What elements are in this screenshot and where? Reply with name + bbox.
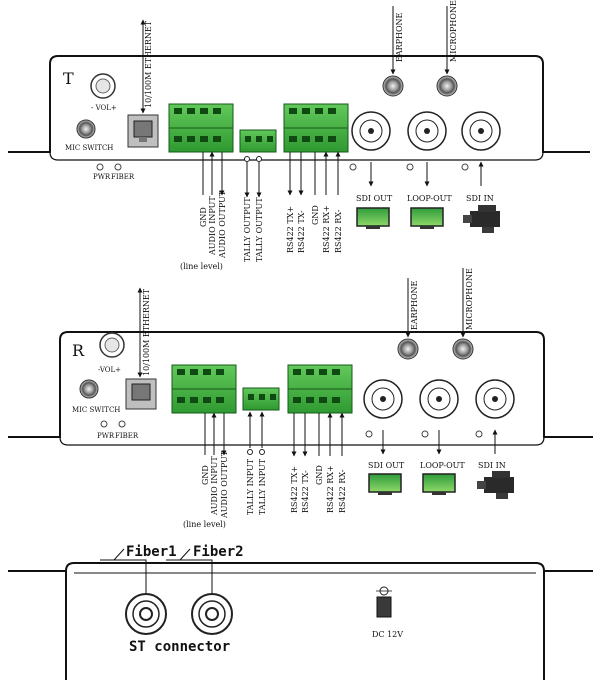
rs422-terminal-block[interactable] (283, 103, 349, 153)
pin-rs422-txp: RS422 TX+ (286, 206, 295, 253)
microphone-jack[interactable] (436, 75, 458, 97)
ethernet-label: 10/100M ETHERNET (144, 20, 153, 108)
audio-terminal-block[interactable] (171, 364, 237, 414)
pin-rs422-rxm: RS422 RX- (338, 469, 347, 513)
pin-tally-1: TALLY INPUT (246, 458, 255, 515)
fiber-led-label: FIBER (111, 173, 135, 181)
receiver-enclosure (8, 331, 593, 438)
pin-gnd: GND (201, 465, 210, 485)
sdi-in-bnc[interactable] (475, 379, 515, 419)
pwr-led-label: PWR (97, 432, 115, 440)
pin-tally-1: TALLY OUTPUT (243, 197, 252, 262)
back-panel-enclosure (8, 562, 593, 680)
sdi-out-bnc[interactable] (363, 379, 403, 419)
mic-switch[interactable] (79, 379, 99, 399)
volume-label: - VOL+ (91, 104, 117, 112)
microphone-label: MICROPHONE (449, 0, 458, 62)
microphone-jack[interactable] (452, 338, 474, 360)
st-connector-label: ST connector (129, 639, 230, 655)
transmitter-letter: T (63, 69, 74, 88)
microphone-label: MICROPHONE (465, 268, 474, 330)
pwr-led (96, 163, 104, 171)
earphone-label: EARPHONE (395, 12, 404, 62)
pin-rs422-txm: RS422 TX- (301, 470, 310, 513)
sdi-in-bnc[interactable] (461, 111, 501, 151)
monitor-icon (356, 207, 390, 229)
loop-out-bnc[interactable] (407, 111, 447, 151)
pin-gnd: GND (199, 207, 208, 227)
audio-terminal-block[interactable] (168, 103, 234, 153)
fiber-led (114, 163, 122, 171)
pin-audio-input: AUDIO INPUT (208, 196, 217, 256)
loop-out-label: LOOP-OUT (420, 461, 465, 470)
rs422-terminal-block[interactable] (287, 364, 353, 414)
monitor-icon (368, 473, 402, 495)
pin-audio-input: AUDIO INPUT (210, 456, 219, 516)
fiber-led (118, 420, 126, 428)
earphone-label: EARPHONE (410, 280, 419, 330)
pin-rs422-txp: RS422 TX+ (290, 466, 299, 513)
loop-out-bnc[interactable] (419, 379, 459, 419)
back-panel: Fiber1 Fiber2 ST connector DC 12V (8, 544, 593, 680)
pin-rs422-gnd: GND (315, 465, 324, 485)
fiber1-st-connector[interactable] (125, 593, 167, 635)
transmitter-enclosure (8, 55, 590, 153)
sdi-in-label: SDI IN (466, 194, 494, 203)
pwr-led-label: PWR (93, 173, 111, 181)
line-level-label: (line level) (180, 262, 223, 271)
dc-power-jack[interactable] (376, 586, 392, 618)
receiver-unit: R -VOL+ MIC SWITCH PWR FIBER 10/100M ETH… (8, 268, 593, 529)
sdi-out-bnc[interactable] (351, 111, 391, 151)
loop-out-label: LOOP-OUT (407, 194, 452, 203)
ethernet-label: 10/100M ETHERNET (142, 288, 151, 376)
sdi-in-label: SDI IN (478, 461, 506, 470)
fiber2-label: Fiber2 (193, 544, 244, 560)
camera-icon (463, 205, 500, 233)
camera-icon (477, 471, 514, 499)
pin-tally-2: TALLY INPUT (258, 458, 267, 515)
receiver-letter: R (72, 341, 85, 360)
fiber2-st-connector[interactable] (191, 593, 233, 635)
mic-switch-label: MIC SWITCH (72, 406, 120, 414)
pin-rs422-rxp: RS422 RX+ (326, 465, 335, 513)
mic-switch[interactable] (76, 119, 96, 139)
pin-tally-2: TALLY OUTPUT (255, 197, 264, 262)
sdi-out-label: SDI OUT (368, 461, 405, 470)
mic-switch-label: MIC SWITCH (65, 144, 113, 152)
transmitter-unit: T - VOL+ MIC SWITCH PWR FIBER 10/100M ET… (8, 0, 590, 271)
earphone-jack[interactable] (397, 338, 419, 360)
monitor-icon (422, 473, 456, 495)
fiber-led-label: FIBER (115, 432, 139, 440)
volume-label: -VOL+ (98, 366, 121, 374)
pin-rs422-rxm: RS422 RX- (334, 209, 343, 253)
sdi-out-label: SDI OUT (356, 194, 393, 203)
earphone-jack[interactable] (382, 75, 404, 97)
line-level-label: (line level) (183, 520, 226, 529)
monitor-icon (410, 207, 444, 229)
pin-rs422-rxp: RS422 RX+ (322, 205, 331, 253)
pwr-led (100, 420, 108, 428)
pin-rs422-txm: RS422 TX- (297, 210, 306, 253)
dc-12v-label: DC 12V (372, 630, 403, 639)
pin-rs422-gnd: GND (311, 205, 320, 225)
pin-audio-output: AUDIO OUTPUT (220, 450, 229, 519)
pin-audio-output: AUDIO OUTPUT (218, 190, 227, 259)
fiber1-label: Fiber1 (126, 544, 177, 560)
